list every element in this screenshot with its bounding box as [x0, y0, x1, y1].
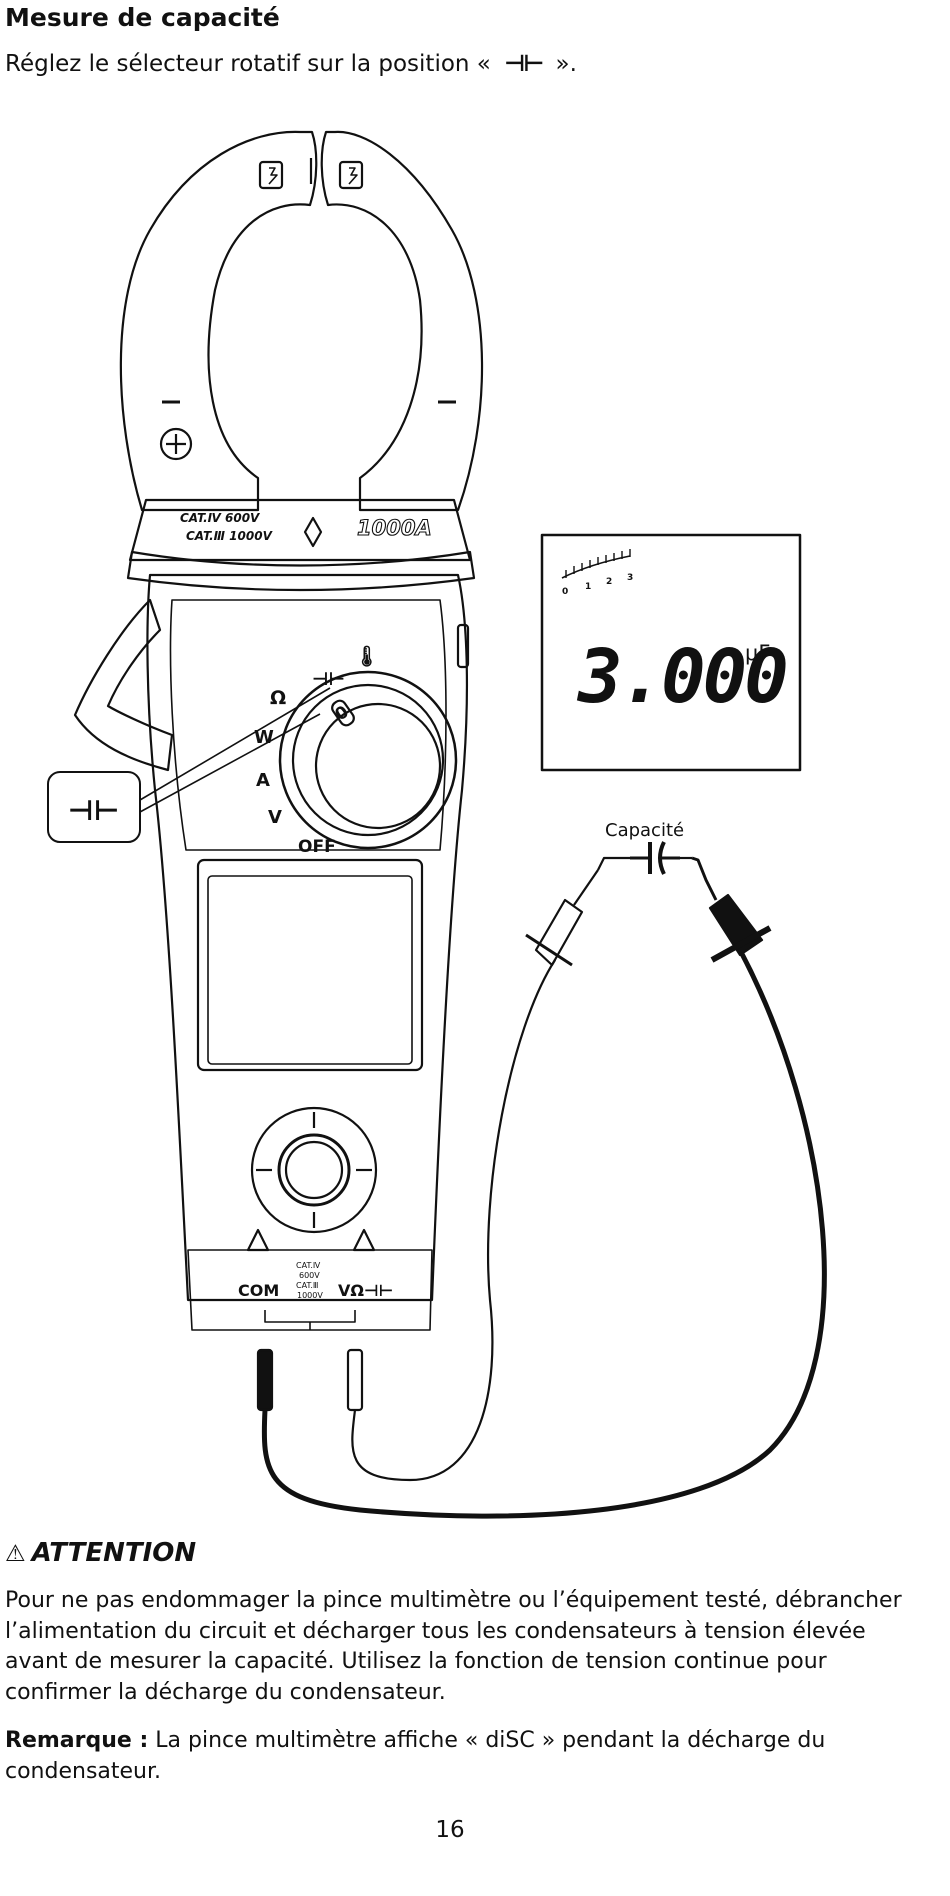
com-plug — [256, 1348, 274, 1412]
display-window — [196, 858, 424, 1072]
dial-label-volt: V — [268, 807, 282, 828]
screw-icon — [159, 427, 193, 461]
dial-label-capacitance: ⊣⊢ — [312, 669, 345, 690]
black-probe — [680, 856, 772, 963]
warning-heading: ⚠ATTENTION — [5, 1536, 196, 1571]
terminal-cat-line-2: 600V — [299, 1271, 320, 1280]
lcd-unit: μF — [745, 641, 770, 665]
warning-text: Pour ne pas endommager la pince multimèt… — [5, 1588, 902, 1705]
page-title: Mesure de capacité — [5, 3, 280, 32]
dial-label-watt: W — [254, 727, 274, 748]
terminal-cat-line-1: CAT.Ⅳ — [296, 1261, 321, 1270]
nav-buttons[interactable] — [250, 1106, 378, 1234]
callout-capacitance-symbol: ⊣⊢ — [68, 794, 119, 827]
red-probe — [525, 856, 630, 967]
dial-label-off: OFF — [298, 837, 336, 857]
note-paragraph: Remarque : La pince multimètre affiche «… — [5, 1726, 935, 1787]
clamp-current-rating: 1000A — [357, 516, 432, 540]
trigger-lever — [73, 598, 174, 772]
cat-iv-rating: CAT.Ⅳ 600V — [180, 511, 261, 525]
rotary-selector[interactable] — [278, 670, 458, 850]
page-number: 16 — [435, 1817, 465, 1843]
warning-title: ATTENTION — [31, 1538, 197, 1568]
terminal-cat-line-3: CAT.Ⅲ — [296, 1281, 318, 1290]
lcd-scale-tick-2: 2 — [606, 577, 612, 587]
warning-icon: ⚠ — [5, 1541, 26, 1567]
hazard-triangle-icon — [352, 1228, 376, 1252]
clamp-jaws — [119, 130, 484, 512]
dial-label-amp: A — [256, 770, 270, 791]
lcd-scale-tick-3: 3 — [627, 573, 633, 583]
intro-before: Réglez le sélecteur rotatif sur la posit… — [5, 51, 491, 77]
note-text: La pince multimètre affiche « diSC » pen… — [5, 1728, 826, 1784]
red-test-lead — [351, 959, 556, 1482]
note-label: Remarque : — [5, 1728, 149, 1753]
terminal-cat-line-4: 1000V — [297, 1291, 323, 1300]
warning-triangle-icon — [246, 1228, 270, 1252]
vohm-terminal-label: VΩ⊣⊢ — [338, 1281, 393, 1300]
com-terminal-label: COM — [238, 1281, 279, 1300]
lcd-inset — [540, 533, 802, 772]
black-test-lead — [261, 948, 827, 1519]
lcd-scale-tick-0: 0 — [562, 587, 568, 597]
dial-label-ohm: Ω — [270, 687, 286, 709]
jaw-collar — [128, 498, 472, 562]
meter-body — [146, 573, 469, 1302]
capacitor-icon — [630, 841, 680, 875]
capacitance-symbol-icon: ⊣⊢ — [504, 51, 544, 77]
cat-iii-rating: CAT.Ⅲ 1000V — [186, 529, 274, 543]
v-plug — [346, 1348, 364, 1412]
dial-label-temperature: 🌡 — [354, 644, 379, 668]
intro-after: ». — [555, 51, 577, 77]
capacitor-label: Capacité — [605, 820, 684, 841]
intro-instruction: Réglez le sélecteur rotatif sur la posit… — [5, 48, 577, 80]
lcd-scale-tick-1: 1 — [585, 582, 591, 592]
function-callout — [47, 771, 141, 843]
lcd-reading: 3.000 — [576, 634, 786, 720]
